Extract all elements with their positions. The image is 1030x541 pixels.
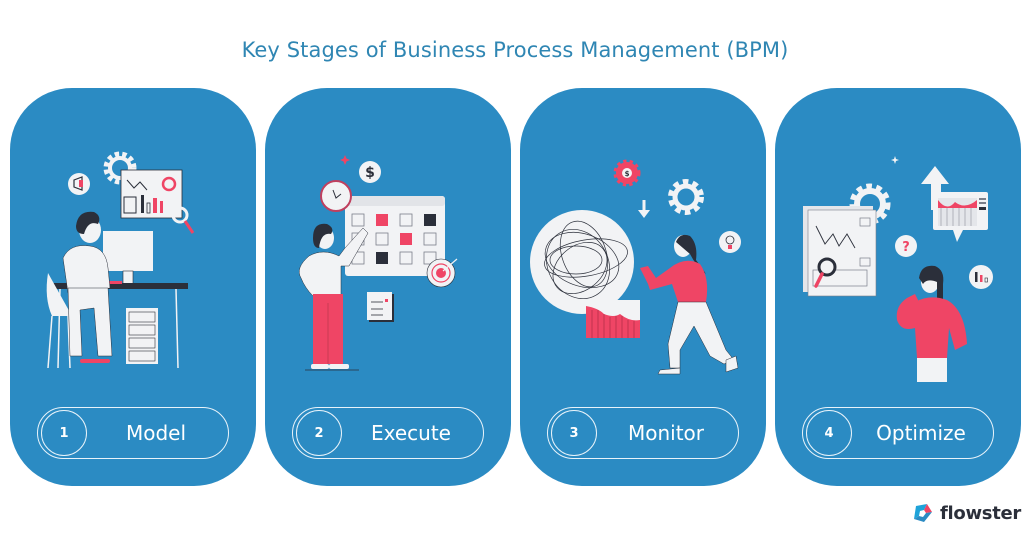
stage-pill-monitor[interactable]: 3 Monitor	[547, 407, 739, 459]
arrow-up-icon	[921, 166, 949, 210]
logo-text: flowster	[940, 502, 1021, 524]
dollar-icon: $	[359, 161, 381, 183]
magnifier-icon	[171, 206, 195, 234]
svg-text:$: $	[625, 170, 630, 178]
stage-label: Monitor	[627, 420, 705, 445]
person-figure	[640, 234, 739, 375]
svg-text:$: $	[365, 165, 375, 181]
flowster-logo-icon	[914, 504, 932, 522]
chart-bubble-icon	[933, 192, 988, 242]
stage-number: 2	[296, 410, 342, 456]
page-title: Key Stages of Business Process Managemen…	[241, 38, 789, 62]
clock-icon	[320, 180, 352, 212]
gear-icon	[668, 179, 704, 215]
checklist-icon	[367, 292, 394, 322]
person-figure	[896, 265, 967, 382]
stage-number: 3	[551, 410, 597, 456]
person-figure	[62, 211, 113, 363]
magnifier-icon	[814, 257, 837, 288]
chart-board-icon	[120, 169, 183, 219]
question-icon: ?	[895, 235, 917, 257]
flowster-logo: flowster	[912, 502, 1021, 524]
report-document-icon	[803, 206, 877, 297]
person-pushing-tangle-illustration: $	[530, 159, 741, 375]
calendar-icon	[345, 196, 445, 276]
stage-card-monitor: $	[520, 88, 766, 486]
stage-pill-execute[interactable]: 2 Execute	[292, 407, 484, 459]
target-icon	[426, 258, 458, 288]
bar-chart-icon	[969, 265, 993, 289]
person-thinking-illustration: ?	[803, 156, 993, 382]
stage-card-optimize: ? 4 Optimize	[775, 88, 1021, 486]
arrow-down-icon	[638, 200, 650, 218]
declining-chart-icon	[586, 300, 640, 338]
stage-number: 1	[41, 410, 87, 456]
dollar-gear-icon: $	[613, 159, 641, 187]
person-figure	[299, 223, 369, 371]
stage-label: Optimize	[876, 420, 966, 445]
stage-pill-optimize[interactable]: 4 Optimize	[802, 407, 994, 459]
stage-card-execute: $	[265, 88, 511, 486]
sparkle-icon	[891, 156, 899, 164]
tangled-ball-icon	[530, 210, 634, 314]
stage-number: 4	[806, 410, 852, 456]
person-at-desk-illustration	[46, 151, 195, 369]
lightbulb-icon	[719, 231, 741, 253]
stage-label: Model	[125, 420, 187, 445]
stage-card-model: 1 Model	[10, 88, 256, 486]
gear-icon	[103, 151, 137, 185]
sparkle-icon	[340, 155, 350, 165]
stage-pill-model[interactable]: 1 Model	[37, 407, 229, 459]
megaphone-icon	[68, 173, 90, 195]
svg-text:?: ?	[902, 240, 910, 255]
person-with-calendar-illustration: $	[299, 155, 458, 371]
stage-label: Execute	[371, 420, 451, 445]
